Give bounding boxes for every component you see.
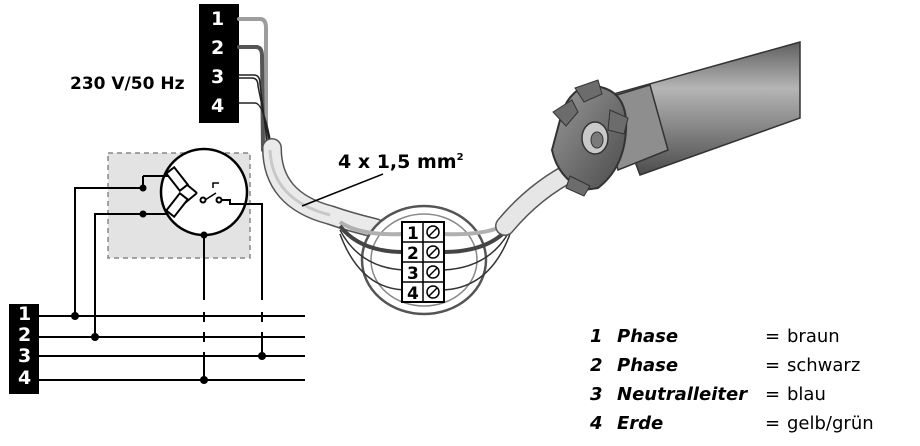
schematic-line-4: 4 <box>18 367 31 389</box>
junction-terminal-3: 3 <box>407 264 419 284</box>
junction-terminal-1: 1 <box>407 224 419 244</box>
legend-name: Erde <box>617 413 664 434</box>
switch-box <box>107 147 263 380</box>
supply-terminal-2: 2 <box>211 37 224 59</box>
schematic-lines: 1 2 3 4 <box>9 176 305 394</box>
legend-color: braun <box>787 326 840 347</box>
legend-name: Phase <box>617 326 679 347</box>
junction-box: 1 2 3 4 <box>338 204 512 316</box>
legend-number: 1 <box>590 326 603 347</box>
legend-row: 4 Erde = gelb/grün <box>590 411 915 440</box>
supply-terminal-1: 1 <box>211 8 224 30</box>
legend-equals: = <box>765 384 781 405</box>
schematic-number-bg <box>9 304 39 394</box>
legend-row: 1 Phase = braun <box>590 324 915 353</box>
motor-head <box>550 79 629 197</box>
junction-terminal-4: 4 <box>407 284 419 304</box>
cable-size-leader <box>301 173 384 207</box>
supply-terminal-4: 4 <box>211 95 224 117</box>
legend-row: 3 Neutralleiter = blau <box>590 382 915 411</box>
voltage-label: 230 V/50 Hz <box>70 74 185 94</box>
screw-icons <box>426 225 440 299</box>
legend-equals: = <box>765 326 781 347</box>
legend-number: 2 <box>590 355 603 376</box>
legend-color: schwarz <box>787 355 861 376</box>
legend-number: 3 <box>590 384 603 405</box>
schematic-line-3: 3 <box>18 345 31 367</box>
legend-name: Neutralleiter <box>617 384 748 405</box>
legend-color: gelb/grün <box>787 413 874 434</box>
schematic-line-1: 1 <box>18 303 31 325</box>
motor-symbol <box>159 147 249 237</box>
schematic-line-2: 2 <box>18 324 31 346</box>
supply-terminal-3: 3 <box>211 66 224 88</box>
supply-terminal-bg <box>199 4 239 123</box>
legend-equals: = <box>765 355 781 376</box>
legend-number: 4 <box>590 413 603 434</box>
tubular-motor <box>550 41 801 197</box>
junction-terminal-2: 2 <box>407 244 419 264</box>
cable-size-label: 4 x 1,5 mm2 <box>338 151 464 173</box>
winding-symbols <box>164 165 223 219</box>
supply-cable <box>262 138 385 238</box>
legend-equals: = <box>765 413 781 434</box>
wire-color-legend: 1 Phase = braun 2 Phase = schwarz 3 Neut… <box>590 324 915 440</box>
legend-color: blau <box>787 384 826 405</box>
supply-terminal-block: 1 2 3 4 <box>199 4 239 123</box>
legend-row: 2 Phase = schwarz <box>590 353 915 382</box>
supply-wires <box>237 17 273 152</box>
legend-name: Phase <box>617 355 679 376</box>
